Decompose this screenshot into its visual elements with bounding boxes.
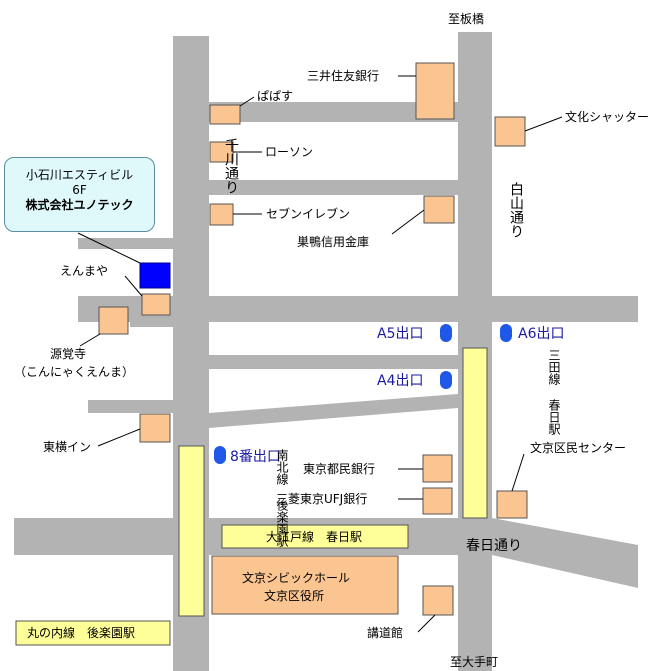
mita-line-kasuga-station xyxy=(462,347,488,519)
kasuga-dori-label: 春日通り xyxy=(466,538,522,554)
bunka-shutter-building xyxy=(494,116,526,147)
genkakuji-building xyxy=(98,306,129,335)
marunouchi-korakuen-station-label: 丸の内線 後楽園駅 xyxy=(27,625,135,640)
sugamo-shinkin-label: 巣鴨信用金庫 xyxy=(297,234,369,249)
mufj-label: 三菱東京UFJ銀行 xyxy=(276,492,367,506)
buildings xyxy=(98,62,528,616)
diagonal-street xyxy=(209,394,458,428)
exit-a4-marker xyxy=(440,371,452,389)
papasu-building xyxy=(209,104,241,125)
kumin-center-building xyxy=(496,490,528,519)
toyoko-inn-building xyxy=(139,413,171,443)
enmaya-building xyxy=(141,293,171,316)
side-street-2 xyxy=(208,180,458,195)
exit-a5-marker xyxy=(440,324,452,342)
sugamo-shinkin-building xyxy=(423,195,455,224)
exit-8-marker xyxy=(214,446,226,464)
exit-a4-label: A4出口 xyxy=(377,373,423,389)
office-callout: 小石川エスティビル 6F 株式会社ユノテック xyxy=(4,157,155,232)
bunka-shutter-label: 文化シャッター xyxy=(565,109,649,124)
mitsui-sumitomo-building xyxy=(415,62,455,120)
civic-hall-building xyxy=(211,555,399,615)
oedo-line-kasuga-station xyxy=(221,524,409,549)
genkakuji-label: 源覚寺 xyxy=(50,347,86,361)
tokyo-tomin-building xyxy=(422,454,453,483)
namboku-line-korakuen-station xyxy=(178,445,205,617)
exit-a6-label: A6出口 xyxy=(518,326,564,342)
south-destination-label: 至大手町 xyxy=(450,655,498,669)
genkakuji-subtitle-label: （こんにゃくえんま） xyxy=(14,365,134,379)
side-street-1 xyxy=(208,102,458,122)
kodokan-label: 講道館 xyxy=(367,625,403,640)
mitsui-sumitomo-label: 三井住友銀行 xyxy=(307,69,379,83)
callout-floor: 6F xyxy=(72,183,87,197)
callout-building-name: 小石川エスティビル xyxy=(25,168,134,182)
toyoko-inn-label: 東横イン xyxy=(43,440,91,454)
civic-hall-label: 文京シビックホール xyxy=(242,570,350,585)
east-west-road xyxy=(78,296,638,322)
stations xyxy=(15,347,488,646)
side-street-west-1 xyxy=(78,238,173,249)
enmaya-label: えんまや xyxy=(60,264,108,278)
kodokan-building xyxy=(422,585,454,616)
callout-pointer-line xyxy=(77,232,141,264)
tokyo-tomin-label: 東京都民銀行 xyxy=(303,462,375,476)
exit-a6-marker xyxy=(500,324,512,342)
callout-company-name: 株式会社ユノテック xyxy=(25,198,134,212)
kasuga-dori-road xyxy=(14,518,638,588)
side-street-3 xyxy=(208,355,458,369)
lawson-label: ローソン xyxy=(265,145,313,159)
seven-eleven-label: セブンイレブン xyxy=(266,206,350,221)
papasu-label: ぱぱす xyxy=(257,89,293,103)
kumin-center-label: 文京区民センター xyxy=(530,440,626,455)
ward-office-label: 文京区役所 xyxy=(264,588,324,603)
north-destination-label: 至板橋 xyxy=(448,12,484,26)
office-marker xyxy=(139,262,171,289)
oedo-kasuga-station-label: 大江戸線 春日駅 xyxy=(266,529,362,544)
side-street-west-2 xyxy=(130,320,173,327)
exit-8-label: 8番出口 xyxy=(230,449,281,465)
marunouchi-line-korakuen-station xyxy=(15,620,171,646)
exit-a5-label: A5出口 xyxy=(377,326,423,342)
leader-lines xyxy=(79,75,563,633)
exit-markers xyxy=(214,324,512,464)
side-street-west-3 xyxy=(88,400,173,413)
mufj-building xyxy=(422,487,453,515)
seven-eleven-building xyxy=(209,203,234,226)
